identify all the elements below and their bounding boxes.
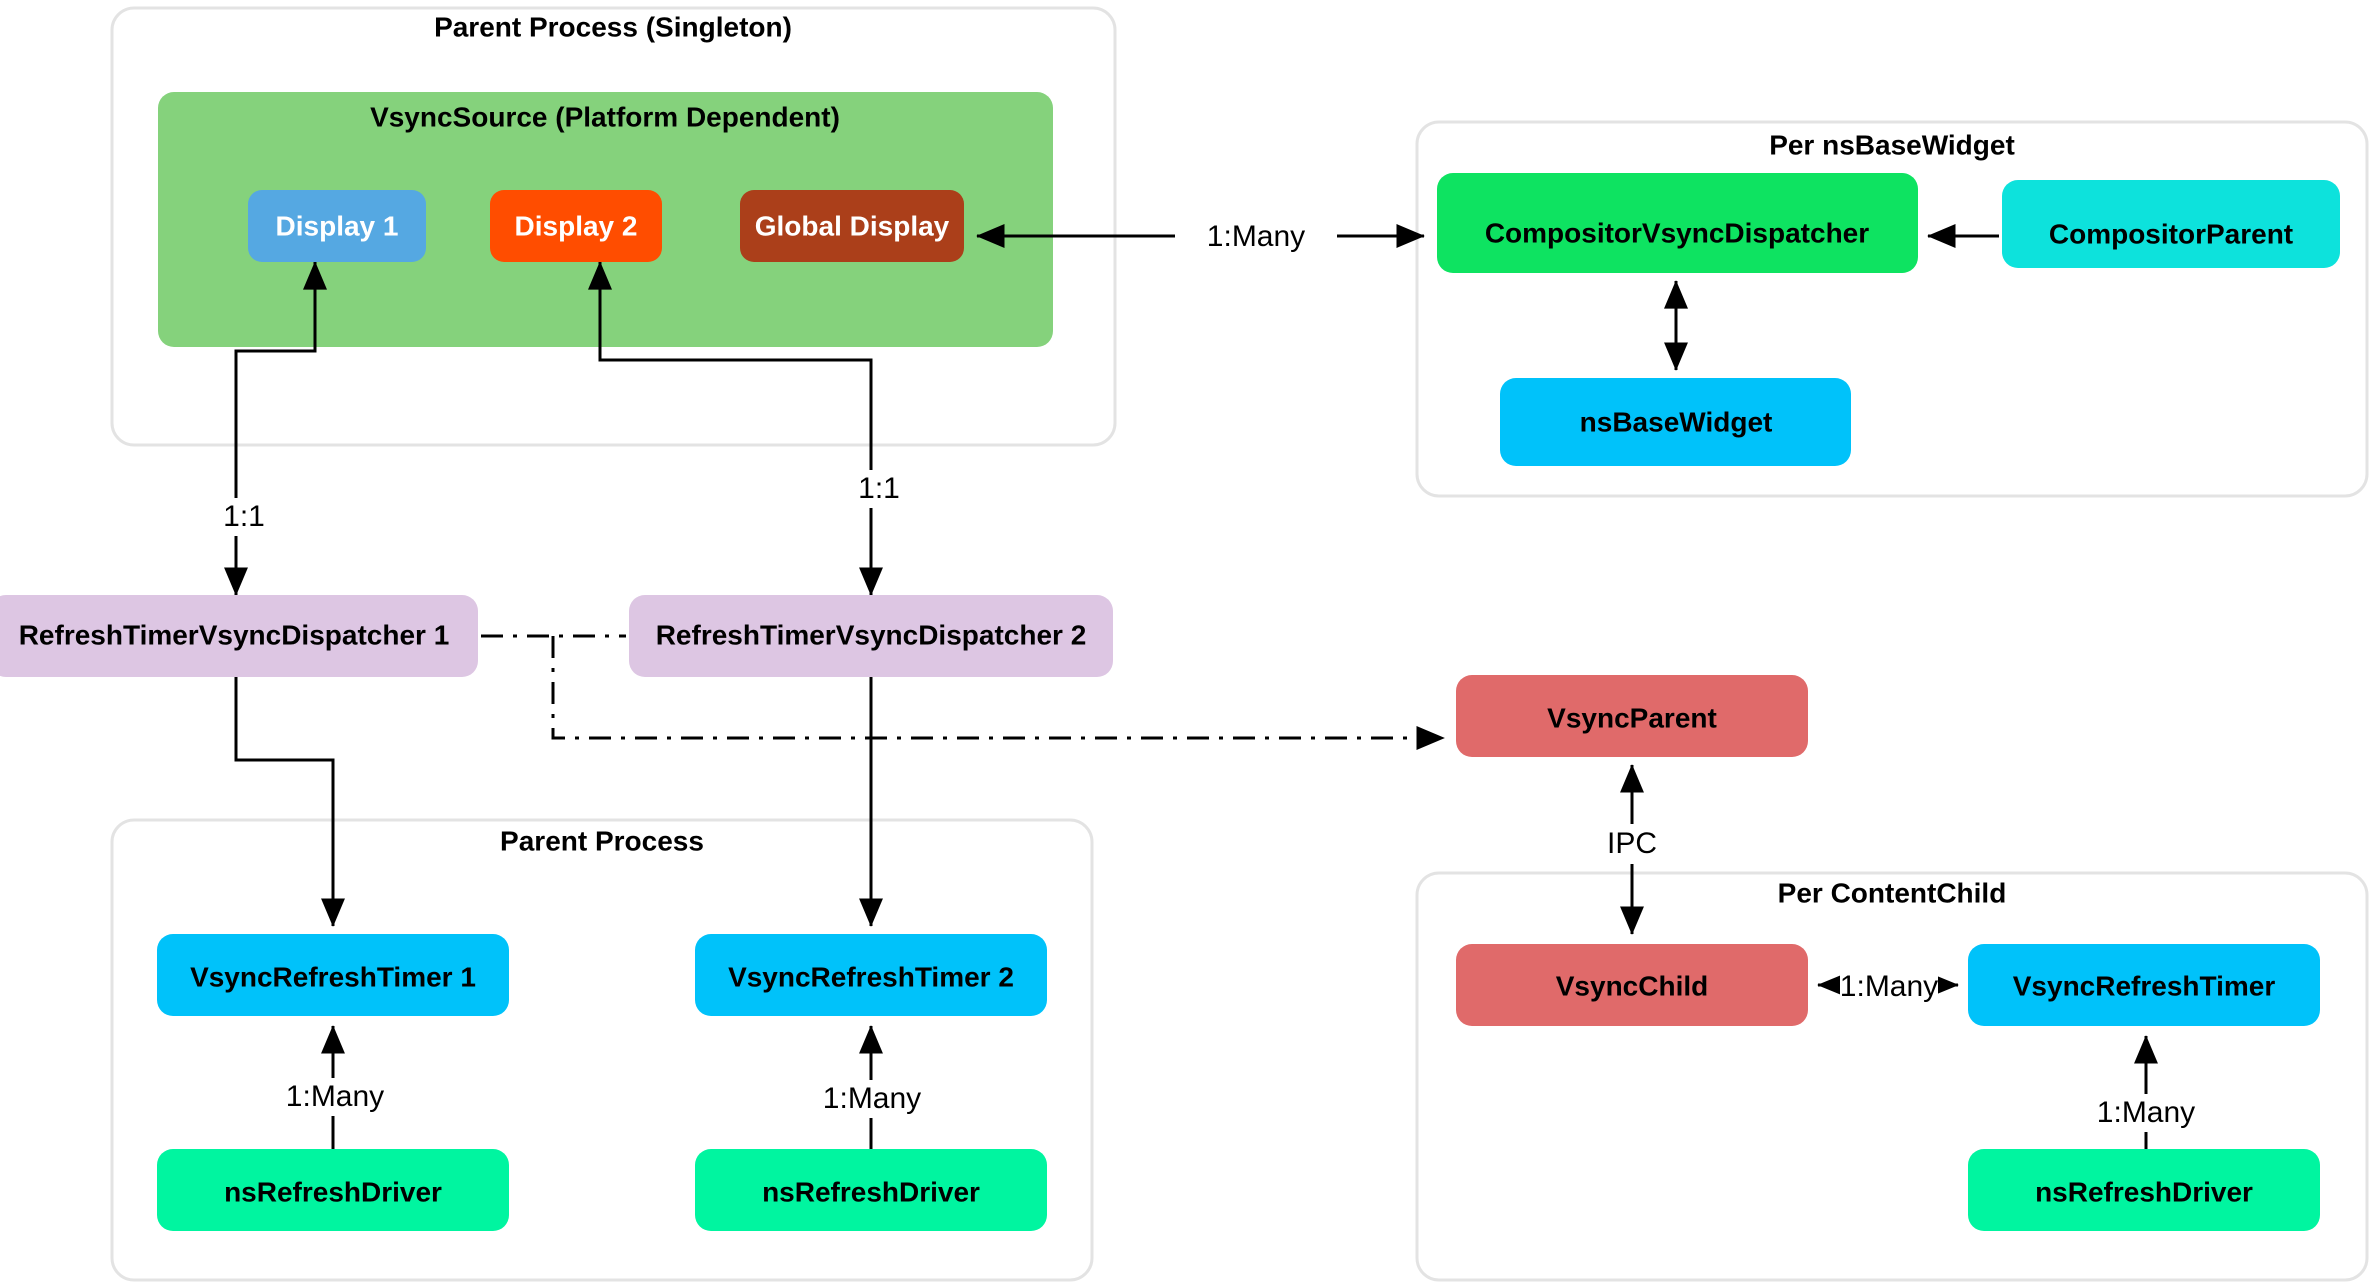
ns-refresh-driver-child-rect[interactable] — [1968, 1149, 2320, 1231]
edge-rtvd-to-vsyncparent — [551, 636, 1445, 750]
label-backdrop — [796, 1080, 948, 1118]
ns-refresh-driver-1-label: nsRefreshDriver — [224, 1176, 442, 1207]
node-refresh-timer-vsync-dispatcher-2[interactable]: RefreshTimerVsyncDispatcher 2 — [629, 595, 1113, 677]
vsyncsource-label: VsyncSource (Platform Dependent) — [370, 101, 840, 132]
label-backdrop — [259, 1078, 411, 1116]
edge-label-driver1-to-timer1: 1:Many — [286, 1080, 384, 1113]
vsync-refresh-timer-2-label: VsyncRefreshTimer 2 — [728, 961, 1014, 992]
node-compositor-vsync-dispatcher[interactable]: CompositorVsyncDispatcher — [1437, 173, 1918, 273]
node-vsync-refresh-timer-child[interactable]: VsyncRefreshTimer — [1968, 944, 2320, 1026]
node-vsync-refresh-timer-2[interactable]: VsyncRefreshTimer 2 — [695, 934, 1047, 1016]
node-display-2[interactable]: Display 2 — [490, 190, 662, 262]
edge-label-vsyncchild-to-timer: 1:Many — [1840, 970, 1938, 1003]
display-1-rect[interactable] — [248, 190, 426, 262]
group-title-parent-process-singleton: Parent Process (Singleton) — [434, 11, 792, 42]
node-nsbasewidget[interactable]: nsBaseWidget — [1500, 378, 1851, 466]
edge-label-display2-to-rtvd2: 1:1 — [858, 472, 900, 505]
edge-label-display1-to-rtvd1: 1:1 — [223, 500, 265, 533]
nsbasewidget-label: nsBaseWidget — [1580, 406, 1773, 437]
refresh-timer-vsync-dispatcher-1-label: RefreshTimerVsyncDispatcher 1 — [19, 619, 450, 650]
node-ns-refresh-driver-1[interactable]: nsRefreshDriver — [157, 1149, 509, 1231]
label-backdrop — [2070, 1094, 2222, 1132]
compositor-vsync-dispatcher-label: CompositorVsyncDispatcher — [1485, 217, 1869, 248]
label-backdrop — [1840, 967, 1938, 1005]
compositor-vsync-dispatcher-rect[interactable] — [1437, 173, 1918, 273]
vsync-refresh-timer-1-rect[interactable] — [157, 934, 509, 1016]
refresh-timer-vsync-dispatcher-2-label: RefreshTimerVsyncDispatcher 2 — [656, 619, 1087, 650]
group-title-per-nsbasewidget: Per nsBaseWidget — [1769, 129, 2015, 160]
vsync-child-rect[interactable] — [1456, 944, 1808, 1026]
node-vsync-child[interactable]: VsyncChild — [1456, 944, 1808, 1026]
edge-label-group-1many-driverchild: 1:Many — [2070, 1094, 2222, 1132]
label-backdrop — [1180, 218, 1332, 256]
node-ns-refresh-driver-child[interactable]: nsRefreshDriver — [1968, 1149, 2320, 1231]
refresh-timer-vsync-dispatcher-1-rect[interactable] — [0, 595, 478, 677]
edge-label-group-1many-driver2: 1:Many — [796, 1080, 948, 1118]
vsync-refresh-timer-child-rect[interactable] — [1968, 944, 2320, 1026]
node-vsync-parent[interactable]: VsyncParent — [1456, 675, 1808, 757]
edge-label-group-1many-vsyncchild: 1:Many — [1840, 967, 1938, 1005]
edge-label-driverchild-to-timer: 1:Many — [2097, 1096, 2195, 1129]
edge-label-vsyncparent-ipc: IPC — [1607, 827, 1657, 860]
node-vsync-refresh-timer-1[interactable]: VsyncRefreshTimer 1 — [157, 934, 509, 1016]
vsync-refresh-timer-2-rect[interactable] — [695, 934, 1047, 1016]
vsync-child-label: VsyncChild — [1556, 970, 1708, 1001]
vsync-parent-rect[interactable] — [1456, 675, 1808, 757]
group-title-parent-process: Parent Process — [500, 825, 704, 856]
ns-refresh-driver-1-rect[interactable] — [157, 1149, 509, 1231]
vsync-refresh-timer-child-label: VsyncRefreshTimer — [2013, 970, 2276, 1001]
node-global-display[interactable]: Global Display — [740, 190, 964, 262]
global-display-label: Global Display — [755, 210, 950, 241]
edge-label-group-11-display1: 1:1 — [214, 498, 274, 536]
edge-label-driver2-to-timer2: 1:Many — [823, 1082, 921, 1115]
compositor-parent-label: CompositorParent — [2049, 218, 2293, 249]
label-backdrop — [849, 470, 909, 508]
label-backdrop — [1588, 824, 1678, 864]
node-compositor-parent[interactable]: CompositorParent — [2002, 180, 2340, 268]
edge-rtvd1-to-vsyncrefreshtimer1 — [234, 677, 345, 927]
label-backdrop — [214, 498, 274, 536]
nsbasewidget-rect[interactable] — [1500, 378, 1851, 466]
compositor-parent-rect[interactable] — [2002, 180, 2340, 268]
node-ns-refresh-driver-2[interactable]: nsRefreshDriver — [695, 1149, 1047, 1231]
edge-label-group-1many-global: 1:Many — [1180, 218, 1332, 256]
ns-refresh-driver-2-rect[interactable] — [695, 1149, 1047, 1231]
node-refresh-timer-vsync-dispatcher-1[interactable]: RefreshTimerVsyncDispatcher 1 — [0, 595, 478, 677]
display-2-label: Display 2 — [515, 210, 638, 241]
ns-refresh-driver-2-label: nsRefreshDriver — [762, 1176, 980, 1207]
edge-label-global-to-cvd: 1:Many — [1207, 220, 1305, 253]
edge-label-group-ipc: IPC — [1588, 824, 1678, 864]
ns-refresh-driver-child-label: nsRefreshDriver — [2035, 1176, 2253, 1207]
vsync-parent-label: VsyncParent — [1547, 702, 1717, 733]
node-display-1[interactable]: Display 1 — [248, 190, 426, 262]
edge-label-group-1many-driver1: 1:Many — [259, 1078, 411, 1116]
vsync-refresh-timer-1-label: VsyncRefreshTimer 1 — [190, 961, 476, 992]
display-2-rect[interactable] — [490, 190, 662, 262]
edge-display1-to-rtvd1 — [224, 261, 327, 596]
refresh-timer-vsync-dispatcher-2-rect[interactable] — [629, 595, 1113, 677]
group-title-per-contentchild: Per ContentChild — [1778, 877, 2007, 908]
display-1-label: Display 1 — [276, 210, 399, 241]
global-display-rect[interactable] — [740, 190, 964, 262]
edge-label-group-11-display2: 1:1 — [849, 470, 909, 508]
